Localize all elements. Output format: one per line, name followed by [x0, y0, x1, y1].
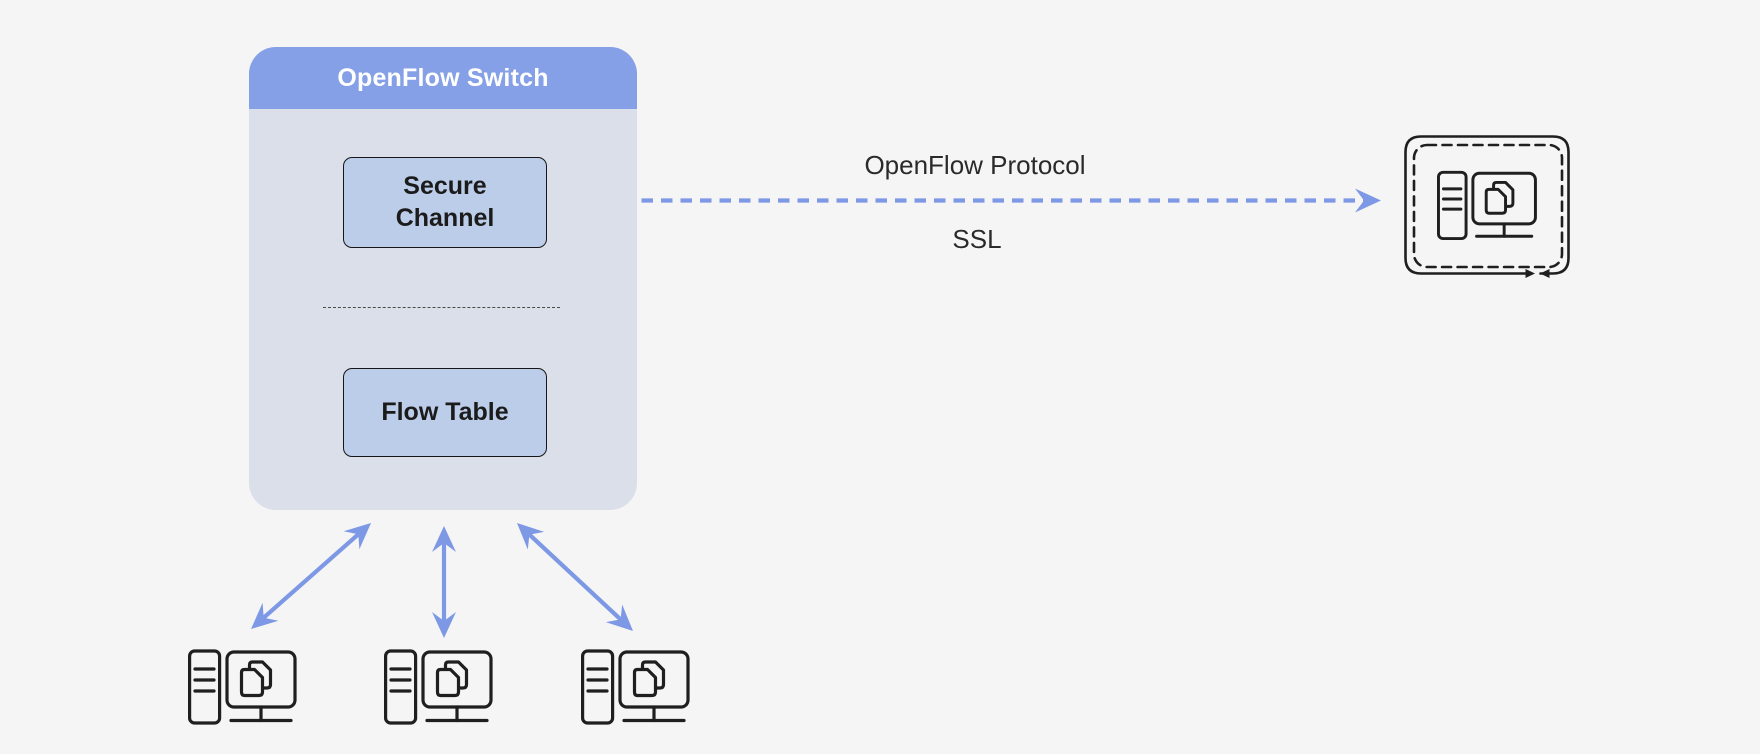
openflow-switch-header: OpenFlow Switch — [249, 47, 637, 109]
switch-divider — [323, 307, 560, 308]
controller-dashed-border — [1412, 143, 1564, 269]
openflow-switch-title: OpenFlow Switch — [337, 63, 549, 92]
controller-icon — [1404, 135, 1570, 278]
loop-arrowhead-left-icon — [1540, 269, 1550, 278]
switch-host-arrow-right — [517, 523, 633, 631]
switch-host-arrow-middle — [432, 526, 456, 638]
controller-loop-border — [1404, 135, 1570, 275]
openflow-protocol-label: OpenFlow Protocol — [864, 150, 1086, 180]
openflow-switch-group: OpenFlow Switch Secure Channel Flow Tabl… — [249, 47, 637, 510]
openflow-protocol-arrow — [566, 188, 1381, 213]
secure-channel-box: Secure Channel — [343, 157, 547, 248]
secure-channel-label: Secure Channel — [395, 172, 495, 232]
switch-host-arrow-left — [251, 523, 371, 629]
controller-workstation-icon — [1437, 170, 1537, 241]
flow-table-label: Flow Table — [381, 397, 509, 426]
arrowhead-right — [1355, 188, 1381, 213]
flow-table-box: Flow Table — [343, 368, 547, 457]
workstation-icon — [188, 649, 297, 725]
ssl-label: SSL — [952, 224, 1002, 254]
workstation-icon — [384, 649, 493, 725]
workstation-icon — [580, 649, 690, 725]
loop-arrowhead-right-icon — [1525, 269, 1535, 278]
